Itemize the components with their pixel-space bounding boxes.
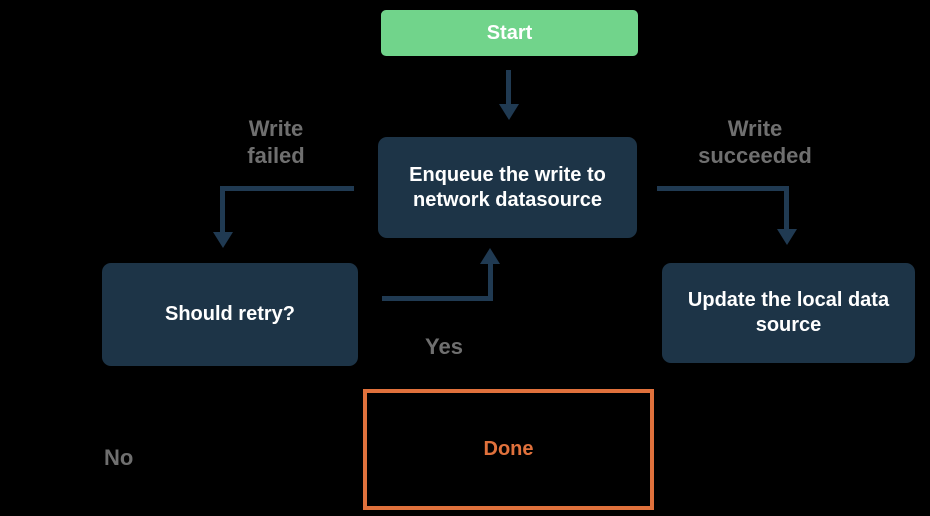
node-done: Done	[363, 389, 654, 510]
arrowhead-down-icon	[213, 232, 233, 248]
edge-write-failed-line-h	[222, 186, 354, 191]
node-start: Start	[381, 10, 638, 56]
node-update-local-source: Update the local data source	[662, 263, 915, 363]
edge-write-succeeded-line-v	[784, 186, 789, 229]
edge-write-succeeded-line-h	[657, 186, 789, 191]
edge-label-write-succeeded: Write succeeded	[698, 116, 812, 168]
arrowhead-up-icon	[480, 248, 500, 264]
arrowhead-down-icon	[777, 229, 797, 245]
node-enqueue-write: Enqueue the write to network datasource	[378, 137, 637, 238]
node-should-retry: Should retry?	[102, 263, 358, 366]
edge-yes-line-v	[488, 264, 493, 301]
edge-label-no: No	[104, 445, 134, 470]
edge-start-to-enqueue-line	[506, 70, 511, 104]
edge-write-failed-line-v	[220, 186, 225, 232]
arrowhead-down-icon	[499, 104, 519, 120]
edge-label-yes: Yes	[425, 334, 463, 359]
edge-yes-line-h	[382, 296, 493, 301]
edge-label-write-failed: Write failed	[247, 116, 305, 168]
